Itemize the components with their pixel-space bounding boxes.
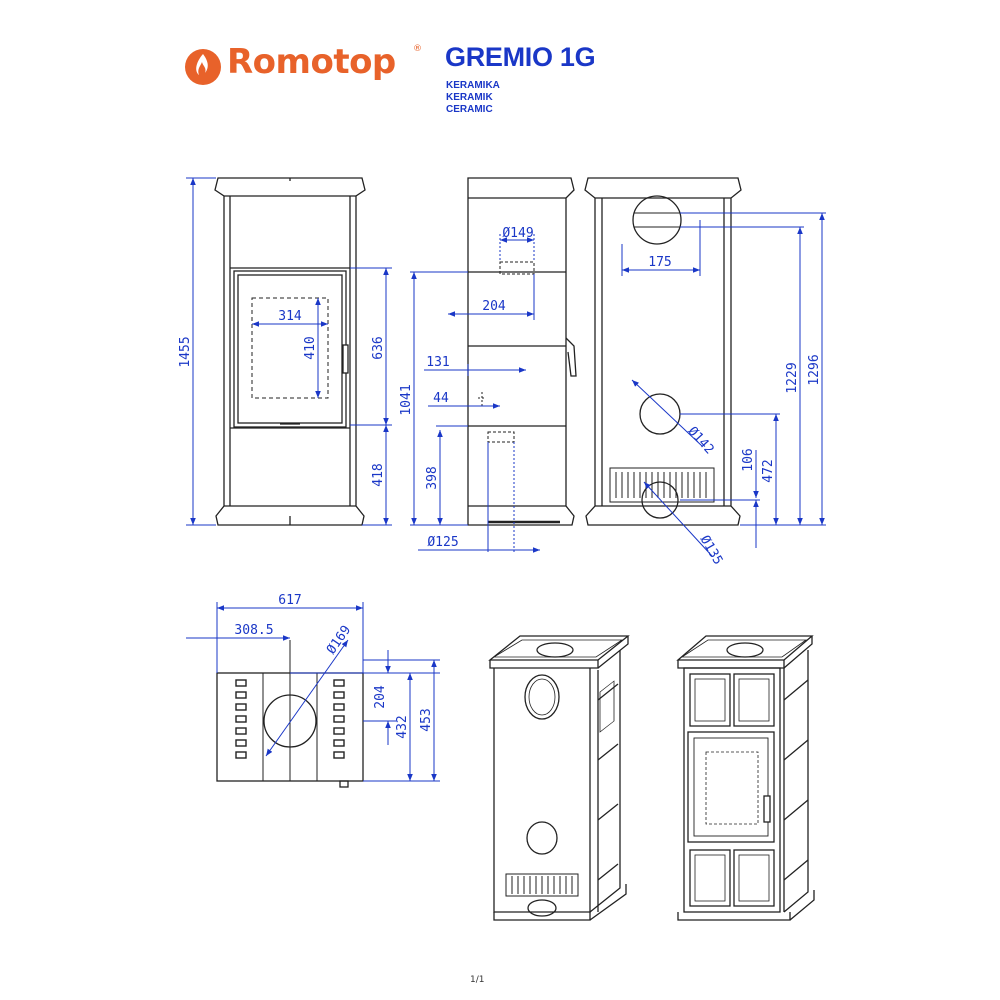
top-view — [216, 640, 364, 788]
dim-side-44: 44 — [433, 391, 449, 406]
dimension-labels: 1455 636 418 314 410 Ø149 204 1041 131 4… — [178, 226, 822, 739]
front-view — [214, 177, 366, 526]
material-en: CERAMIC — [446, 104, 493, 115]
dim-back-106: 106 — [741, 448, 756, 471]
dim-back-1229: 1229 — [785, 362, 800, 393]
dim-top-453: 453 — [419, 708, 434, 731]
material-de: KERAMIK — [446, 92, 493, 103]
dim-back-472: 472 — [761, 459, 776, 482]
dim-side-1041: 1041 — [399, 384, 414, 415]
dim-side-131: 131 — [426, 355, 449, 370]
dimension-lines — [186, 177, 826, 782]
dim-top-308: 308.5 — [234, 623, 273, 638]
dim-top-169: Ø169 — [324, 623, 354, 657]
page-number: 1/1 — [470, 975, 485, 985]
dim-418: 418 — [371, 463, 386, 486]
dim-314: 314 — [278, 309, 302, 324]
dim-back-1296: 1296 — [807, 354, 822, 385]
dim-1455: 1455 — [178, 336, 193, 367]
material-cz: KERAMIKA — [446, 80, 500, 91]
dim-side-125: Ø125 — [427, 535, 458, 550]
brand-logo: Romotop ® — [183, 40, 423, 90]
isometric-front-view — [676, 635, 815, 921]
isometric-back-view — [488, 635, 630, 921]
dim-back-135: Ø135 — [697, 533, 726, 568]
dim-636: 636 — [371, 336, 386, 359]
dim-side-149: Ø149 — [502, 226, 533, 241]
back-view — [584, 177, 742, 526]
brand-registered-mark: ® — [413, 44, 422, 54]
dim-top-432: 432 — [395, 715, 410, 738]
dim-back-142: Ø142 — [685, 424, 717, 457]
dim-top-617: 617 — [278, 593, 301, 608]
dim-side-398: 398 — [425, 466, 440, 489]
dim-410: 410 — [303, 336, 318, 359]
flame-logo-icon — [185, 49, 221, 85]
dim-side-204: 204 — [482, 299, 506, 314]
dim-top-204: 204 — [373, 685, 388, 709]
brand-name: Romotop — [227, 42, 396, 82]
side-view — [467, 177, 577, 526]
dim-back-175: 175 — [648, 255, 671, 270]
model-title: GREMIO 1G — [445, 42, 596, 72]
